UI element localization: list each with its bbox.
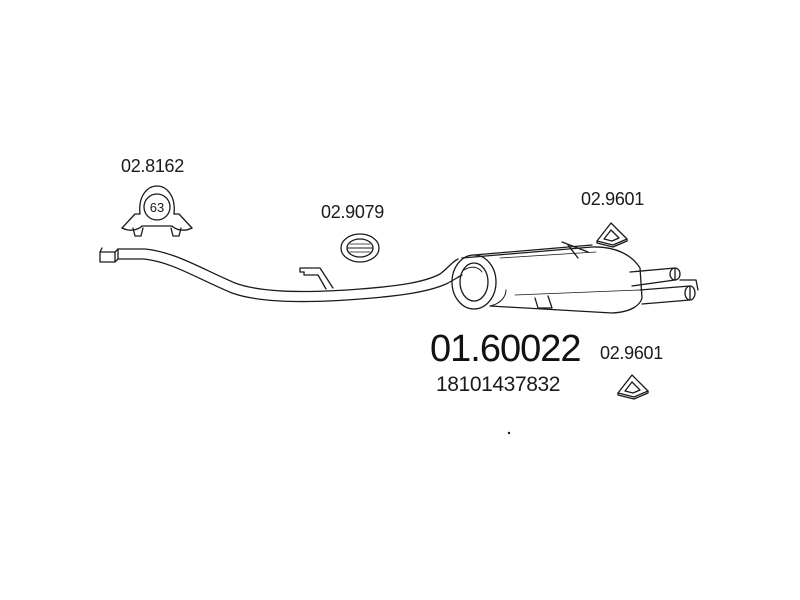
upper-mount-part-number: 02.9601 (581, 189, 644, 209)
clamp-size-label: 63 (150, 200, 164, 215)
rubber-ring-part-number: 02.9079 (321, 202, 384, 222)
exhaust-pipe (99, 247, 463, 303)
rubber-mount-diamond-icon (596, 222, 628, 248)
oe-reference-number: 18101437832 (436, 373, 561, 396)
pipe-clamp-icon: 63 (121, 185, 193, 237)
dot-marker (507, 431, 511, 435)
lower-mount-part-number: 02.9601 (600, 343, 663, 363)
clamp-part-number: 02.8162 (121, 156, 184, 176)
rubber-mount-diamond-icon (617, 374, 649, 400)
rear-silencer (451, 241, 699, 314)
main-part-number: 01.60022 (430, 328, 581, 370)
rubber-mount-ring-icon (340, 233, 380, 263)
